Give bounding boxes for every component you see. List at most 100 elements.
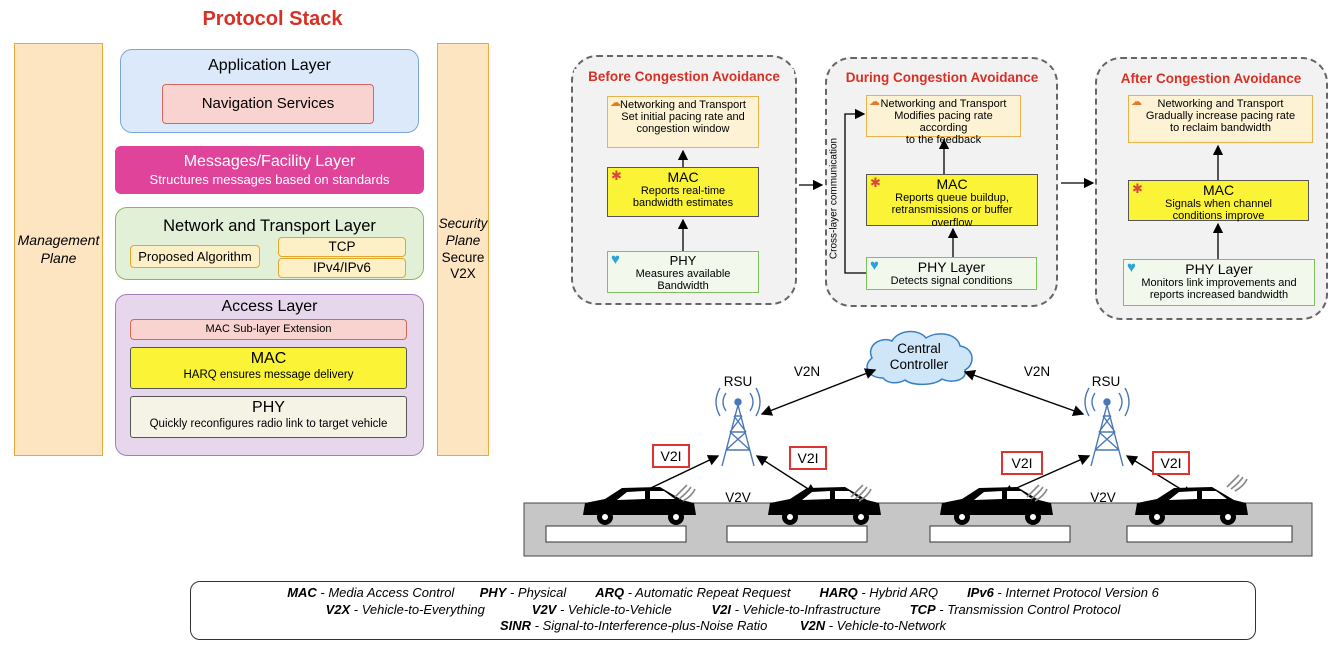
legend-line-2: V2X - Vehicle-to-Everything V2V - Vehicl…: [191, 602, 1255, 619]
protocol-stack-title: Protocol Stack: [202, 8, 343, 30]
access-phy-title: PHY: [252, 399, 285, 416]
legend-def: - Physical: [506, 585, 567, 600]
phase-during-phy-card: ♥ PHY Layer Detects signal conditions: [866, 257, 1037, 290]
management-plane-line-2: Plane: [40, 249, 77, 266]
security-plane-line-2: Plane: [445, 232, 481, 248]
tableau-icon: ✱: [1132, 181, 1143, 196]
controller-label: Central Controller: [874, 341, 964, 373]
ip-label: IPv4/IPv6: [313, 260, 371, 275]
phase-before-mac-line-2: bandwidth estimates: [632, 197, 734, 210]
network-layer-title: Network and Transport Layer: [163, 217, 376, 235]
v2i-tag-4: V2I: [1152, 451, 1190, 475]
messages-facility-layer: Messages/Facility Layer Structures messa…: [115, 146, 424, 194]
wifi-signals: [674, 474, 1248, 502]
legend-def: - Vehicle-to-Infrastructure: [730, 601, 881, 617]
phase-after-mac-line-1: Signals when channel: [1164, 198, 1273, 211]
abbreviation-legend: MAC - Media Access Control PHY - Physica…: [190, 581, 1256, 640]
rsu-tower-right: [1084, 387, 1130, 467]
rsu-right-label: RSU: [1091, 374, 1121, 389]
v2v-left-label: V2V: [725, 490, 751, 505]
mac-sublayer-extension-label: MAC Sub-layer Extension: [205, 323, 332, 335]
phase-before-mac-card: ✱ MAC Reports real-time bandwidth estima…: [607, 167, 759, 217]
security-plane-line-3: Secure: [441, 249, 485, 265]
phase-during-mac-title: MAC: [936, 176, 968, 192]
phase-after-mac-title: MAC: [1202, 182, 1235, 198]
heartbeat-icon: ♥: [611, 251, 620, 268]
phase-before-mac-line-1: Reports real-time: [640, 185, 726, 198]
legend-abbr: TCP: [909, 601, 936, 617]
access-phy-desc: Quickly reconfigures radio link to targe…: [149, 418, 388, 430]
legend-abbr: ARQ: [595, 585, 625, 600]
legend-abbr: V2V: [531, 601, 557, 617]
phase-after-mac-card: ✱ MAC Signals when channel conditions im…: [1128, 180, 1309, 222]
heartbeat-icon: ♥: [1127, 259, 1136, 276]
controller-line-2: Controller: [889, 357, 949, 372]
legend-abbr: V2N: [799, 618, 826, 633]
phase-before-net-line-1: Networking and Transport: [620, 99, 746, 111]
lane-marking-2: [726, 525, 868, 543]
legend-def: - Vehicle-to-Vehicle: [556, 601, 672, 617]
car-1: [583, 487, 696, 525]
network-transport-layer: Network and Transport Layer Proposed Alg…: [115, 207, 424, 280]
car-3: [940, 487, 1053, 525]
phase-before-net-line-3: congestion window: [636, 123, 730, 136]
phase-during-phy-title: PHY Layer: [917, 259, 986, 275]
application-layer: Application Layer Navigation Services: [120, 49, 419, 133]
management-plane: Management Plane: [14, 43, 103, 456]
legend-def: - Vehicle-to-Everything: [350, 601, 485, 617]
cloud-shape: [866, 330, 973, 386]
legend-def: - Automatic Repeat Request: [624, 585, 791, 600]
phase-before-mac-title: MAC: [667, 169, 699, 185]
phase-during-mac-line-2: retransmissions or buffer: [891, 204, 1013, 217]
phase-before-phy-card: ♥ PHY Measures available Bandwidth: [607, 251, 759, 293]
controller-line-1: Central: [897, 341, 941, 356]
phase-during-title: During Congestion Avoidance: [830, 70, 1054, 85]
legend-def: - Transmission Control Protocol: [935, 601, 1121, 617]
messages-layer-title: Messages/Facility Layer: [183, 153, 356, 170]
phase-during-net-line-1: Networking and Transport: [880, 98, 1007, 110]
cloud-icon: ☁: [1131, 96, 1142, 108]
phase-during-mac-line-3: overflow: [931, 216, 973, 229]
legend-abbr: MAC: [287, 585, 317, 600]
tcp-box: TCP: [278, 237, 406, 257]
phase-during-mac-line-1: Reports queue buildup,: [895, 192, 1009, 205]
phase-during-net-line-2: Modifies pacing rate according: [894, 110, 993, 135]
legend-abbr: HARQ: [819, 585, 858, 600]
access-layer-title: Access Layer: [221, 298, 318, 315]
phase-after-title: After Congestion Avoidance: [1100, 71, 1322, 86]
phase-arrows: [677, 108, 1224, 274]
phase-before-net-line-2: Set initial pacing rate and: [621, 111, 745, 124]
mac-sublayer-extension-box: MAC Sub-layer Extension: [130, 319, 407, 340]
access-mac-title: MAC: [250, 350, 287, 367]
phase-after-phy-line-2: reports increased bandwidth: [1149, 289, 1289, 302]
phase-before-title: Before Congestion Avoidance: [574, 69, 794, 84]
phase-after-net-line-2: Gradually increase pacing rate: [1145, 110, 1296, 123]
phase-before-phy-line-2: Bandwidth: [657, 280, 709, 293]
proposed-algorithm-box: Proposed Algorithm: [130, 245, 260, 268]
security-plane-line-4: V2X: [450, 266, 476, 282]
phase-after-phy-line-1: Monitors link improvements and: [1141, 277, 1297, 290]
legend-def: - Internet Protocol Version 6: [993, 585, 1159, 600]
lane-marking-1: [545, 525, 687, 543]
phase-before-phy-title: PHY: [669, 253, 697, 268]
ip-box: IPv4/IPv6: [278, 258, 406, 278]
legend-line-3: SINR - Signal-to-Interference-plus-Noise…: [191, 618, 1255, 635]
v2n-right-label: V2N: [1023, 364, 1051, 379]
legend-def: - Hybrid ARQ: [857, 585, 939, 600]
rsu-tower-left: [715, 387, 761, 467]
v2i-tag-1: V2I: [652, 444, 690, 468]
phase-during-net-card: ☁ Networking and Transport Modifies paci…: [866, 95, 1021, 146]
tableau-icon: ✱: [611, 168, 622, 183]
navigation-services-box: Navigation Services: [162, 84, 374, 124]
lane-marking-3: [929, 525, 1071, 543]
security-plane-line-1: Security: [438, 215, 488, 231]
phase-after-net-line-3: to reclaim bandwidth: [1170, 122, 1271, 135]
application-layer-title: Application Layer: [208, 57, 331, 74]
heartbeat-icon: ♥: [870, 257, 879, 274]
cloud-icon: ☁: [869, 96, 880, 108]
phase-before-net-card: ☁ Networking and Transport Set initial p…: [607, 96, 759, 148]
access-mac-box: MAC HARQ ensures message delivery: [130, 347, 407, 389]
phase-after-phy-title: PHY Layer: [1185, 261, 1253, 277]
car-2: [768, 487, 881, 525]
